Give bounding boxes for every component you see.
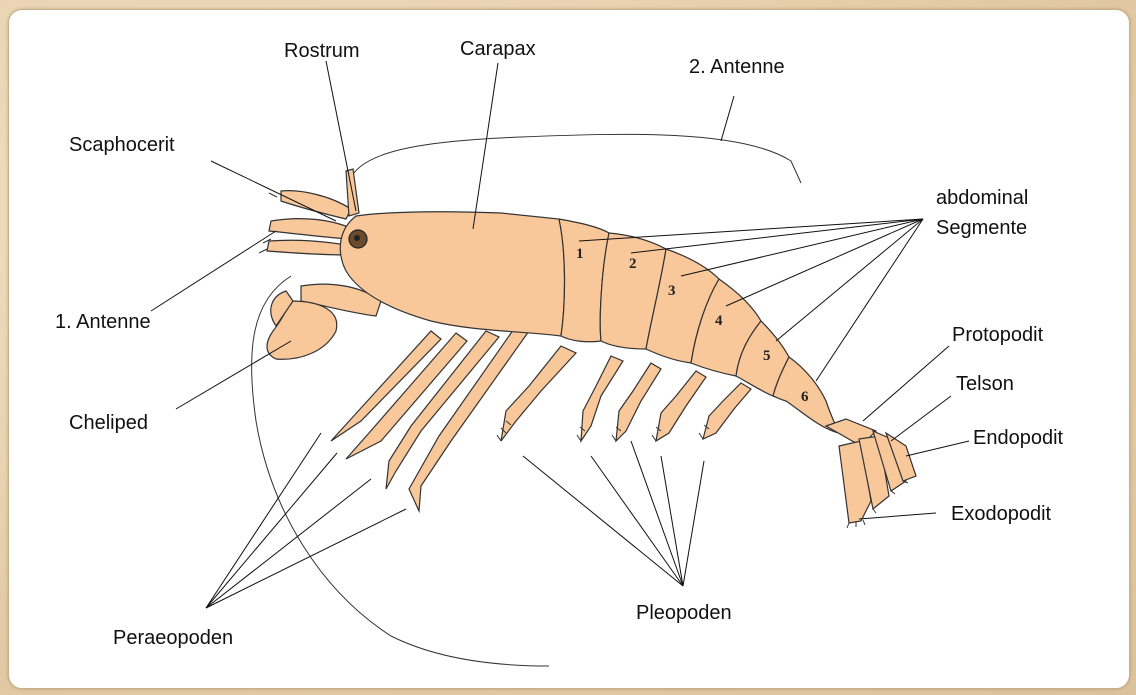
label-segmente: Segmente (936, 217, 1027, 239)
label-telson: Telson (956, 373, 1014, 395)
carapace-shape (340, 212, 564, 336)
cheliped-shape (267, 284, 381, 359)
shrimp-diagram: 1 2 3 4 5 6 (9, 10, 1129, 688)
segment-number-5: 5 (763, 348, 771, 364)
label-antenne-2: 2. Antenne (689, 56, 785, 78)
antenna-2-whip (349, 134, 801, 183)
segment-number-1: 1 (576, 246, 584, 262)
head-appendages (259, 191, 353, 255)
label-pleopoden: Pleopoden (636, 602, 732, 624)
label-exodopodit: Exodopodit (951, 503, 1052, 525)
label-cheliped: Cheliped (69, 412, 148, 434)
peraeopods-shapes (331, 326, 529, 511)
label-antenne-1: 1. Antenne (55, 311, 151, 333)
abdominal-segments (559, 219, 839, 433)
label-carapax: Carapax (460, 38, 536, 60)
label-abdominal: abdominal (936, 187, 1028, 209)
segment-number-6: 6 (801, 389, 809, 405)
segment-number-4: 4 (715, 313, 723, 329)
label-endopodit: Endopodit (973, 427, 1064, 449)
label-scaphocerit: Scaphocerit (69, 134, 175, 156)
segment-number-2: 2 (629, 256, 637, 272)
label-peraeopoden: Peraeopoden (113, 627, 233, 649)
tail-fan (826, 419, 916, 528)
label-protopodit: Protopodit (952, 324, 1044, 346)
diagram-panel: 1 2 3 4 5 6 (8, 9, 1130, 689)
segment-number-3: 3 (668, 283, 676, 299)
label-rostrum: Rostrum (284, 40, 360, 62)
